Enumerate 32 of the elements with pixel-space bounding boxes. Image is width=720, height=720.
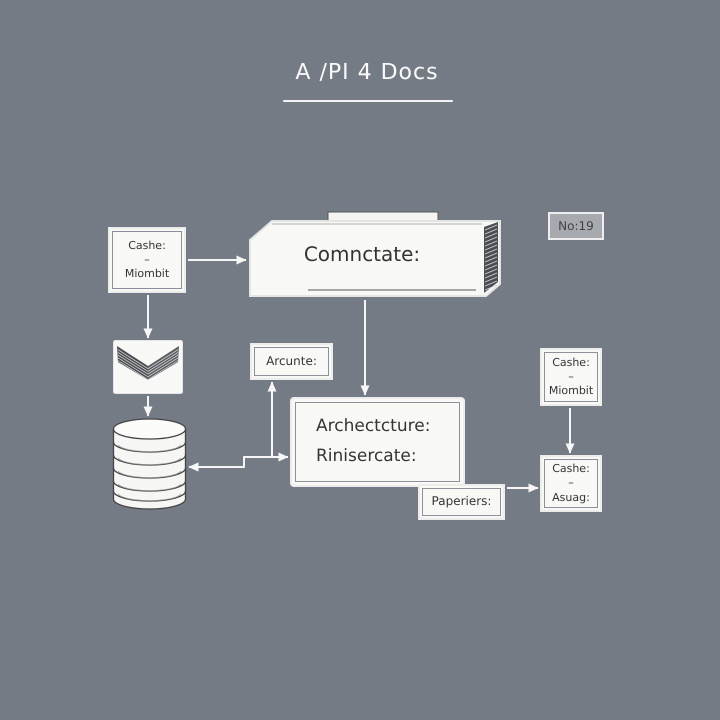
arrow bbox=[188, 256, 246, 264]
box-label: No:19 bbox=[558, 218, 594, 234]
database-icon bbox=[112, 418, 187, 510]
box-label: – bbox=[568, 476, 574, 491]
process-box bbox=[540, 348, 602, 406]
note-tag bbox=[548, 212, 604, 240]
box-label: – bbox=[144, 252, 150, 268]
box-label: Cashe: bbox=[552, 462, 590, 476]
arrow bbox=[144, 396, 152, 416]
box-label: Paperiers: bbox=[432, 494, 492, 510]
box-label: Miombit bbox=[548, 384, 594, 398]
box-label: Archectcture: bbox=[316, 415, 430, 438]
process-box bbox=[540, 455, 602, 512]
box-label: Rinisercate: bbox=[316, 445, 417, 468]
box-label: Arcunte: bbox=[266, 354, 317, 370]
diagram-title: A /PI 4 Docs bbox=[294, 59, 440, 87]
process-box bbox=[108, 227, 186, 293]
book-icon bbox=[113, 340, 183, 394]
arrow bbox=[566, 408, 574, 454]
arrow bbox=[360, 300, 370, 396]
box-label: Miombit bbox=[124, 267, 170, 282]
arrow bbox=[188, 382, 276, 472]
arrow bbox=[507, 484, 538, 492]
box-label: Asuag: bbox=[552, 490, 590, 505]
box-label: Cashe: bbox=[552, 356, 590, 370]
box-label: Comnctate: bbox=[304, 241, 420, 267]
process-box bbox=[290, 397, 465, 487]
process-box bbox=[418, 484, 505, 520]
process-box bbox=[250, 343, 333, 380]
box-label: – bbox=[568, 370, 574, 384]
arrow bbox=[144, 295, 152, 338]
box-label: Cashe: bbox=[128, 238, 166, 253]
